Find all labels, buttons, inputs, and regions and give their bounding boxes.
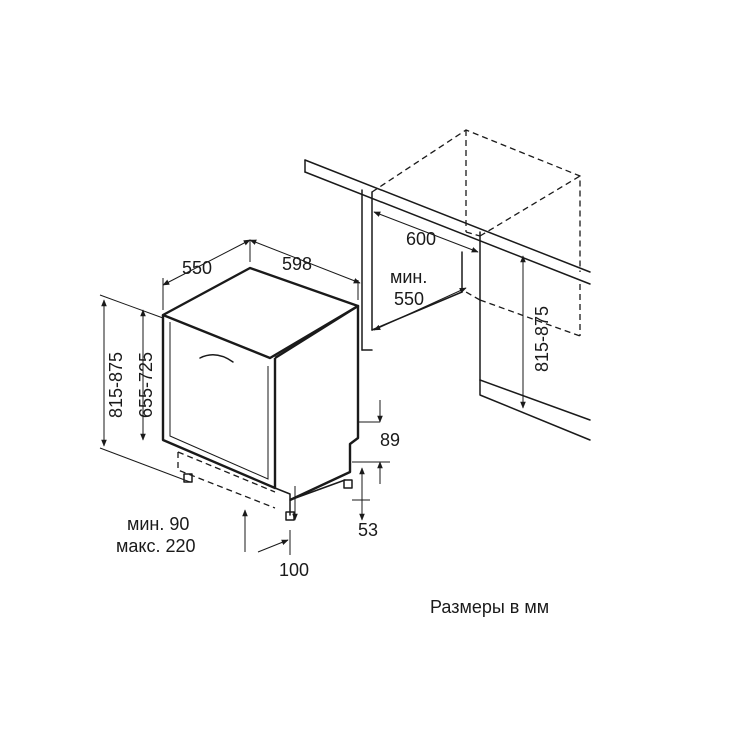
dimension-lines bbox=[99, 211, 526, 555]
plinth-height-label-line2: макс. 220 bbox=[116, 536, 196, 556]
depth-label: 550 bbox=[182, 258, 212, 278]
niche-depth-label-line2: 550 bbox=[394, 289, 424, 309]
niche-depth-label-line1: мин. bbox=[390, 267, 427, 287]
dishwasher-body bbox=[161, 266, 360, 521]
front-left-foot bbox=[183, 473, 193, 483]
niche-width-label: 600 bbox=[406, 229, 436, 249]
countertop-and-niche bbox=[304, 129, 591, 441]
units-caption: Размеры в мм bbox=[430, 597, 549, 617]
door-handle bbox=[199, 354, 234, 363]
total-height-label: 815-875 bbox=[106, 352, 126, 418]
plinth-height-label-line1: мин. 90 bbox=[127, 514, 189, 534]
rear-foot bbox=[343, 479, 353, 489]
width-label: 598 bbox=[282, 254, 312, 274]
niche-height-label: 815-875 bbox=[532, 306, 552, 372]
rear-height-label: 89 bbox=[380, 430, 400, 450]
plinth-depth-label: 100 bbox=[279, 560, 309, 580]
rear-foot-label: 53 bbox=[358, 520, 378, 540]
body-height-label: 655-725 bbox=[136, 352, 156, 418]
